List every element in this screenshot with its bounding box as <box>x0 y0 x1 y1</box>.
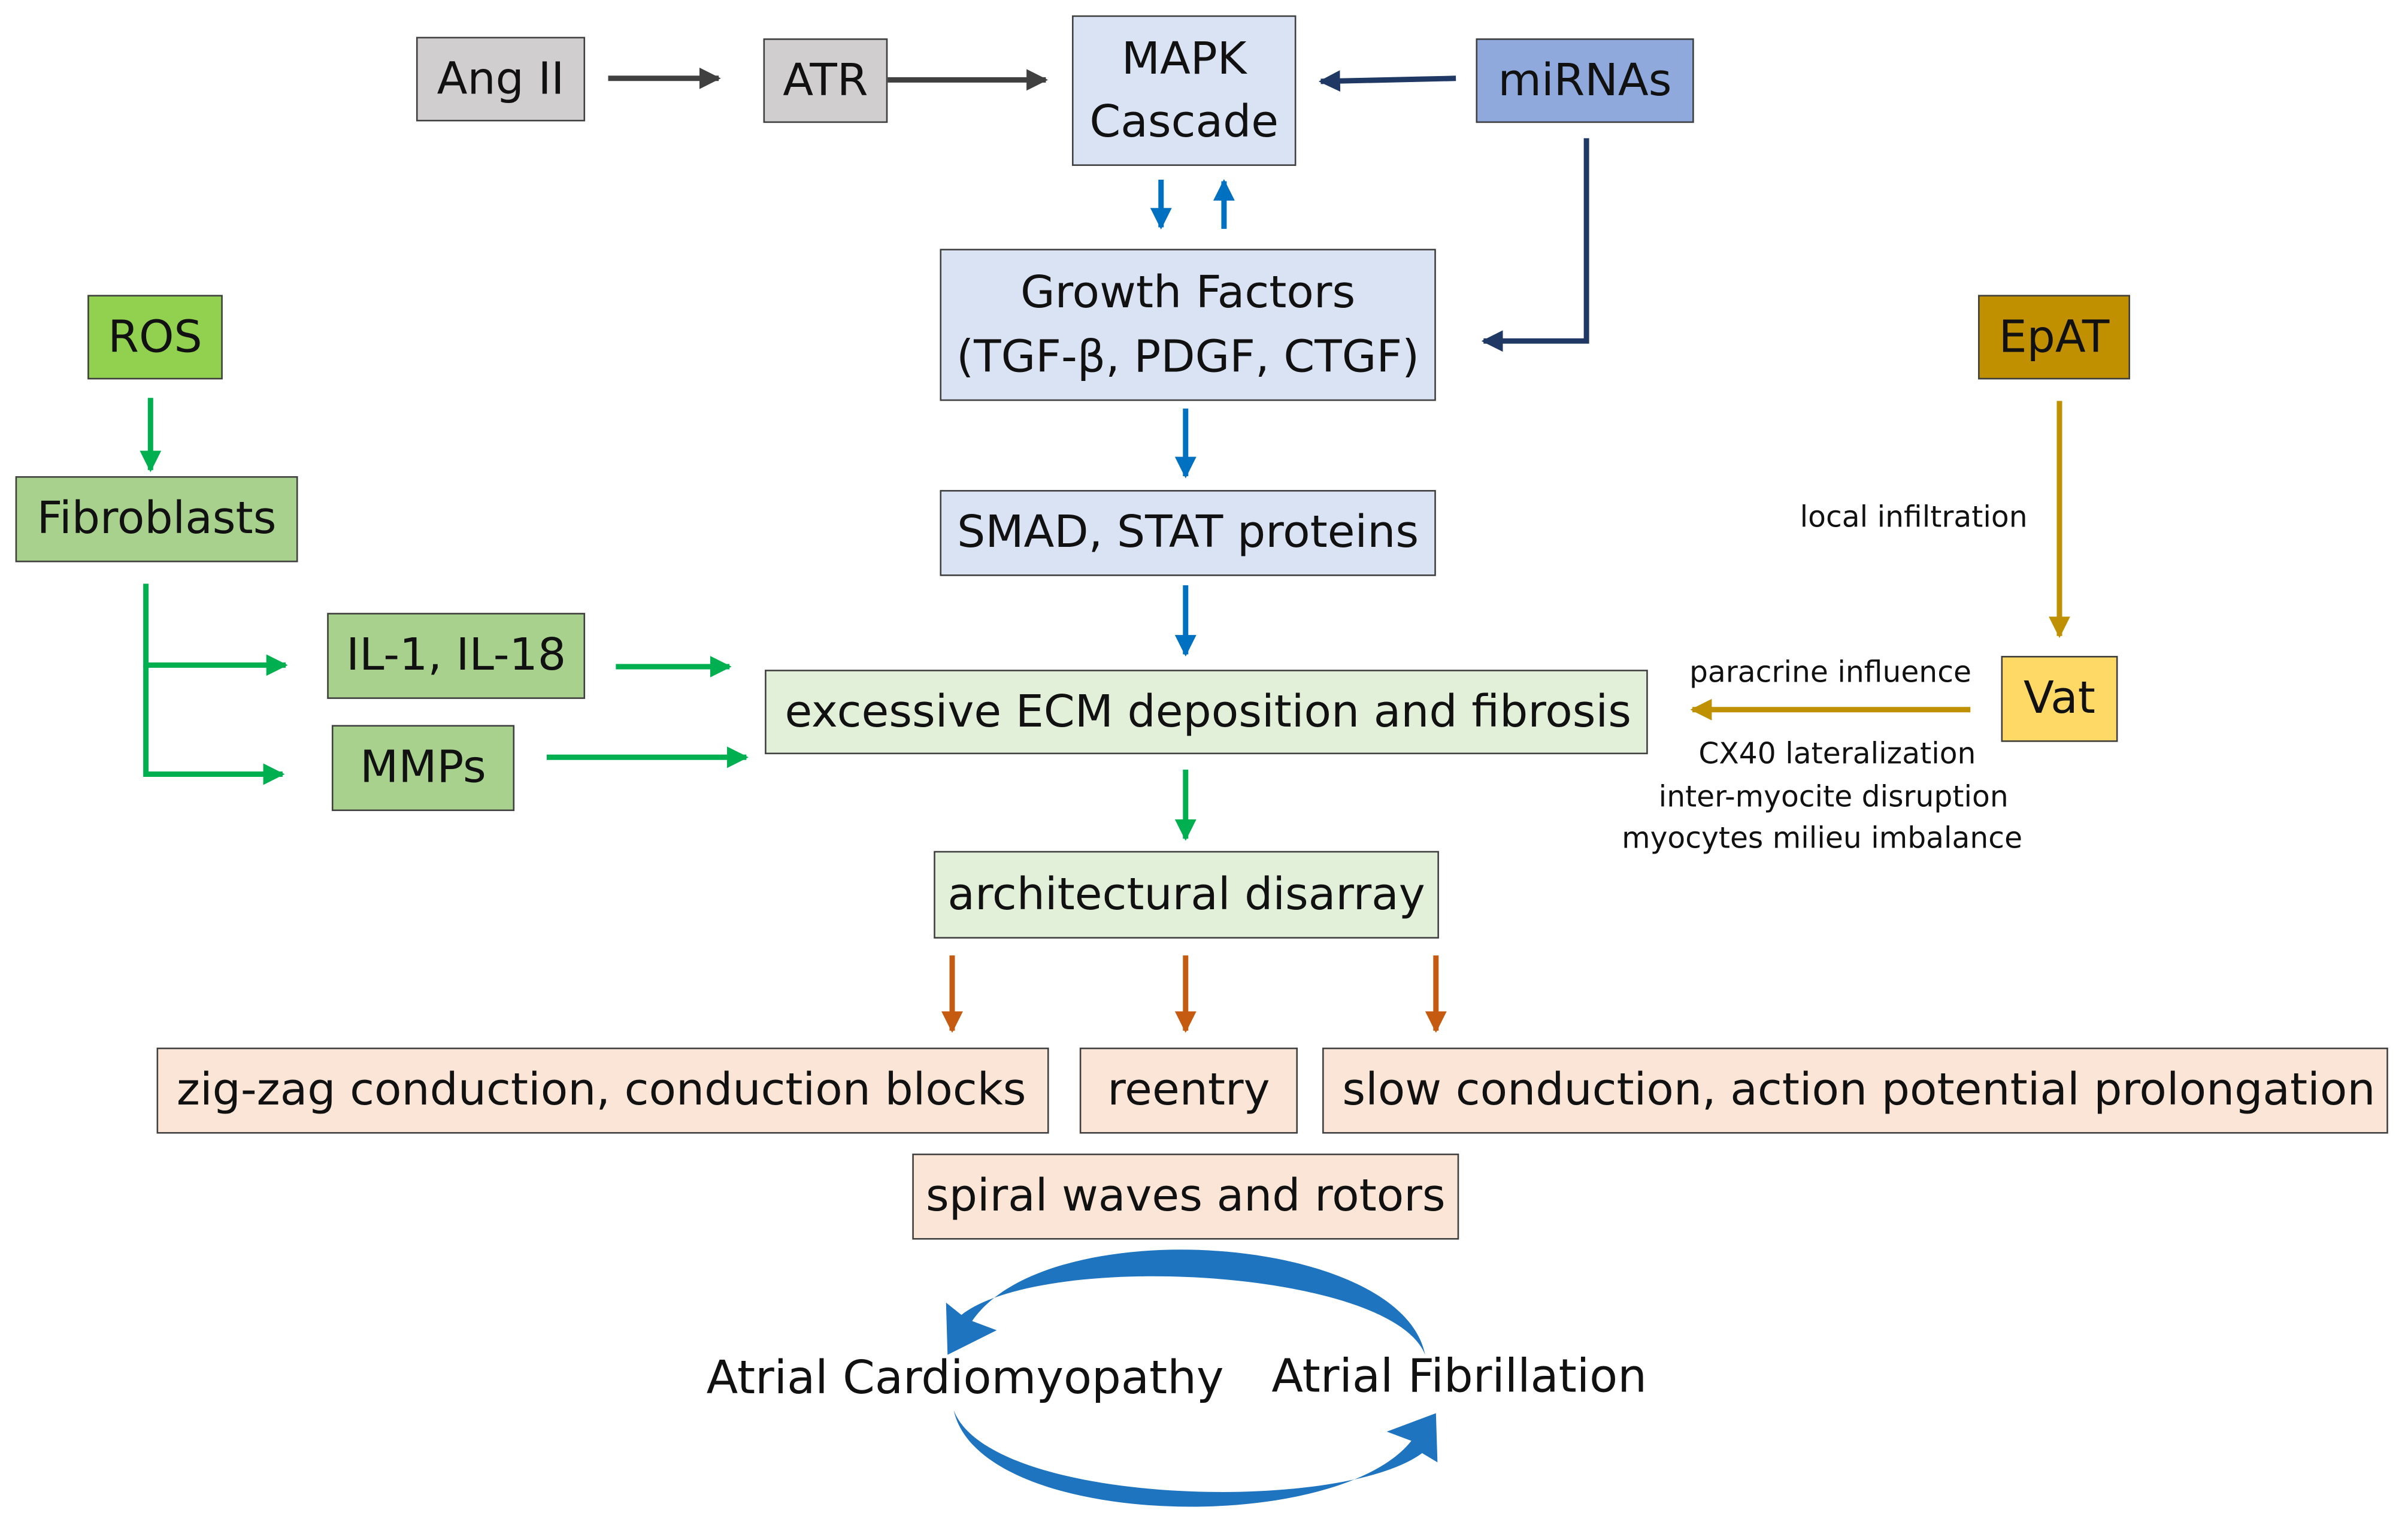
mapk-line-2: Cascade <box>1089 95 1279 148</box>
arrow-fibroblasts-to-il <box>143 583 288 676</box>
arrow-mirnas-to-growth <box>1481 138 1589 352</box>
arrow-mirnas-to-mapk <box>1318 70 1456 92</box>
arrow-fibroblasts-to-mmps <box>143 665 285 785</box>
node-spiral-waves: spiral waves and rotors <box>912 1153 1459 1240</box>
label-cx40-lateralization: CX40 lateralization <box>1698 737 1976 771</box>
label-atrial-cardiomyopathy: Atrial Cardiomyopathy <box>706 1351 1224 1406</box>
node-mmps: MMPs <box>331 725 515 812</box>
node-epat: EpAT <box>1978 295 2130 380</box>
node-reentry: reentry <box>1079 1047 1298 1134</box>
node-ecm-fibrosis: excessive ECM deposition and fibrosis <box>765 670 1648 755</box>
label-paracrine-influence: paracrine influence <box>1689 656 1971 690</box>
node-mapk-cascade: MAPK Cascade <box>1072 15 1297 166</box>
node-fibroblasts: Fibroblasts <box>15 476 298 562</box>
node-il-1-il-18: IL-1, IL-18 <box>327 613 586 699</box>
node-growth-factors: Growth Factors (TGF-β, PDGF, CTGF) <box>940 249 1436 401</box>
cycle-arrow-bottom <box>953 1410 1438 1507</box>
node-architectural-disarray: architectural disarray <box>934 851 1439 939</box>
cycle-arrow-top <box>946 1249 1425 1355</box>
node-mirnas: miRNAs <box>1476 38 1694 123</box>
node-zigzag-conduction: zig-zag conduction, conduction blocks <box>156 1047 1049 1134</box>
node-smad-stat: SMAD, STAT proteins <box>940 490 1436 576</box>
node-ang-ii: Ang II <box>416 37 586 122</box>
growth-line-2: (TGF-β, PDGF, CTGF) <box>956 329 1420 382</box>
node-atr: ATR <box>763 38 888 123</box>
node-ros: ROS <box>87 295 223 380</box>
label-inter-myocite-disruption: inter-myocite disruption <box>1658 780 2009 815</box>
mapk-line-1: MAPK <box>1121 32 1247 84</box>
label-atrial-fibrillation: Atrial Fibrillation <box>1271 1350 1647 1404</box>
label-myocytes-milieu-imbalance: myocytes milieu imbalance <box>1622 822 2023 856</box>
node-slow-conduction: slow conduction, action potential prolon… <box>1322 1047 2388 1134</box>
label-local-infiltration: local infiltration <box>1800 501 2028 535</box>
node-vat: Vat <box>2001 656 2118 742</box>
growth-line-1: Growth Factors <box>1020 266 1356 319</box>
